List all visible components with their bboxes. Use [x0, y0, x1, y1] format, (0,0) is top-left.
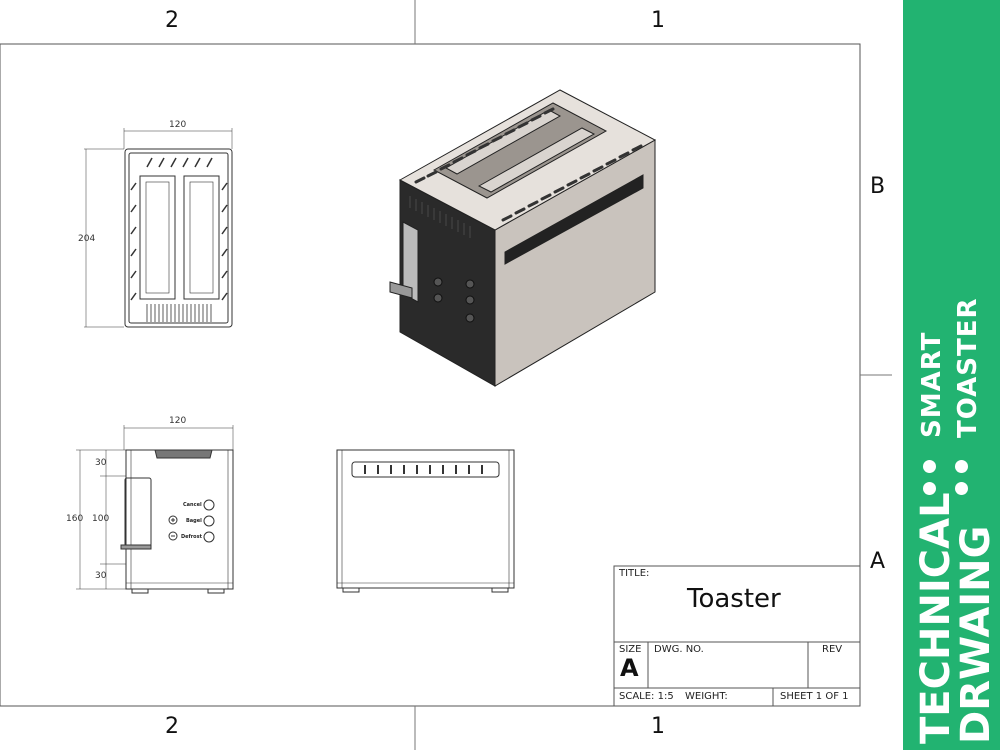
scale-label: SCALE: 1:5	[619, 691, 674, 702]
banner-text-toaster: TOASTER	[953, 297, 983, 438]
rev-label: REV	[822, 644, 843, 655]
zone-label-bottom-1: 1	[651, 714, 665, 739]
zone-label-top-2: 2	[165, 8, 179, 33]
zone-label-top-1: 1	[651, 8, 665, 33]
top-view-width-dim: 120	[169, 120, 187, 130]
banner-text-smart: SMART	[917, 331, 947, 438]
drawing-canvas	[0, 0, 892, 750]
side-banner: SMART TOASTER TECHNICAL DRWAING	[903, 0, 1000, 750]
zone-label-right-a: A	[870, 549, 886, 574]
banner-dot-icon	[923, 482, 936, 495]
front-view-width-dim: 120	[169, 416, 187, 426]
top-view-height-dim: 204	[78, 234, 96, 244]
dwg-no-label: DWG. NO.	[654, 644, 704, 655]
banner-dot-icon	[955, 460, 968, 473]
front-button-label-cancel: Cancel	[183, 502, 202, 508]
zone-label-bottom-2: 2	[165, 714, 179, 739]
size-label: SIZE	[619, 644, 642, 655]
front-view-height-dim: 160	[66, 514, 84, 524]
front-view-mid-dim: 100	[92, 514, 110, 524]
drawing-sheet: 2 1 2 1 B A 120 204 120 160 30 100 30 Ca…	[0, 0, 892, 750]
front-view	[76, 425, 234, 594]
isometric-view	[389, 89, 657, 387]
front-button-label-defrost: Defrost	[181, 534, 202, 540]
front-view-top-dim: 30	[95, 458, 107, 468]
zone-label-right-b: B	[870, 174, 886, 199]
title-block	[613, 565, 861, 707]
front-button-label-bagel: Bagel	[186, 518, 202, 524]
weight-label: WEIGHT:	[685, 691, 728, 702]
front-view-bottom-dim: 30	[95, 571, 107, 581]
title-label: TITLE:	[619, 568, 650, 579]
banner-dot-icon	[923, 460, 936, 473]
size-value: A	[620, 654, 639, 682]
top-view	[84, 128, 233, 328]
drawing-title: Toaster	[687, 584, 781, 614]
side-view	[336, 449, 515, 593]
banner-text-drawing: DRWAING	[953, 525, 999, 744]
sheet-label: SHEET 1 OF 1	[780, 691, 849, 702]
banner-dot-icon	[955, 482, 968, 495]
